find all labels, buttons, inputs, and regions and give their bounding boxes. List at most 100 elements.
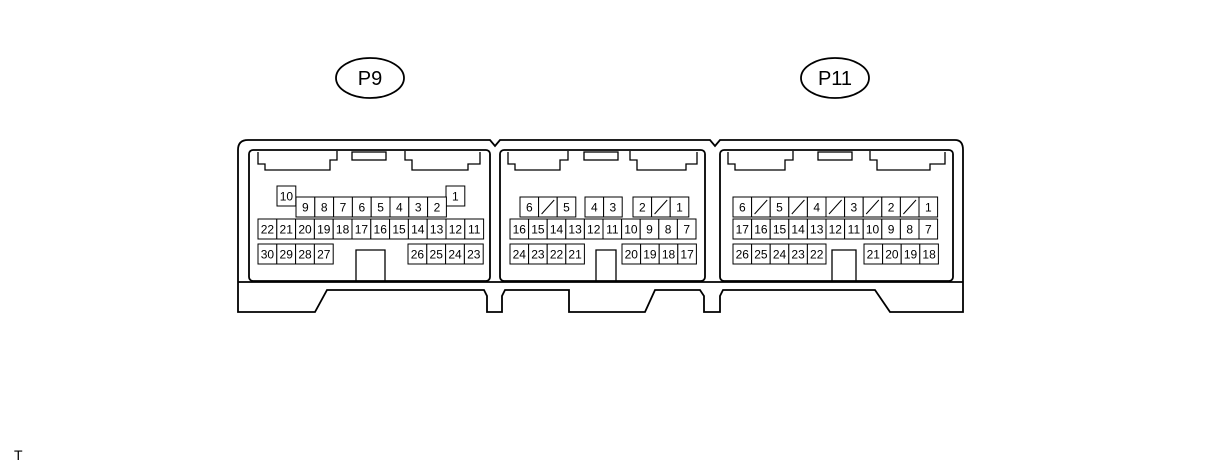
p9-pin-19: 19 [313, 218, 334, 240]
label-p9-text: P9 [358, 68, 382, 90]
mid-pin-17: 17 [677, 243, 697, 265]
svg-text:18: 18 [922, 248, 936, 262]
svg-text:10: 10 [866, 223, 880, 237]
p9-pin-5: 5 [370, 196, 391, 218]
svg-text:24: 24 [448, 248, 462, 262]
p9-pin-16: 16 [370, 218, 391, 240]
mid-pin-6: 6 [519, 196, 540, 218]
svg-text:22: 22 [261, 223, 275, 237]
mid-pin-2: 2 [632, 196, 653, 218]
svg-text:13: 13 [430, 223, 444, 237]
mid-pin-5: 5 [556, 196, 577, 218]
mid-pin-16: 16 [509, 218, 530, 240]
svg-text:19: 19 [317, 223, 331, 237]
p11-pin-24: 24 [769, 243, 790, 265]
p9-pin-23: 23 [463, 243, 484, 265]
p11-pin-20: 20 [882, 243, 902, 265]
svg-text:1: 1 [676, 201, 683, 215]
mid-pin-24: 24 [509, 243, 530, 265]
p9-pin-8: 8 [314, 196, 335, 218]
mid-pin-8: 8 [658, 218, 678, 240]
p11-pin-1: 1 [918, 196, 939, 218]
p11-pin-13: 13 [806, 218, 827, 240]
svg-text:18: 18 [662, 248, 676, 262]
svg-text:17: 17 [680, 248, 694, 262]
svg-text:27: 27 [317, 248, 331, 262]
svg-text:3: 3 [415, 201, 422, 215]
svg-text:30: 30 [261, 248, 275, 262]
svg-text:21: 21 [280, 223, 294, 237]
mid-pin-23: 23 [528, 243, 548, 265]
svg-text:22: 22 [810, 248, 824, 262]
mid-pin-19: 19 [640, 243, 660, 265]
p11-pin-16: 16 [751, 218, 771, 240]
svg-text:4: 4 [813, 201, 820, 215]
svg-text:9: 9 [646, 223, 653, 237]
p9-pin-26: 26 [407, 243, 428, 265]
svg-text:29: 29 [280, 248, 294, 262]
p9-pin-14: 14 [407, 218, 428, 240]
svg-text:4: 4 [591, 201, 598, 215]
p9-pin-6: 6 [351, 196, 372, 218]
p11-pin-18: 18 [919, 243, 939, 265]
svg-text:14: 14 [550, 223, 564, 237]
p11-pin-5: 5 [769, 196, 790, 218]
p11-pin-22: 22 [806, 243, 827, 265]
svg-text:25: 25 [754, 248, 768, 262]
p9-pin-3: 3 [408, 196, 429, 218]
svg-text:16: 16 [374, 223, 388, 237]
p11-pin-11: 11 [844, 218, 864, 240]
svg-text:2: 2 [434, 201, 441, 215]
svg-text:8: 8 [321, 201, 328, 215]
mid-pin-18: 18 [658, 243, 679, 265]
mid-pin-4: 4 [584, 196, 605, 218]
p11-pin-14: 14 [788, 218, 808, 240]
p11-pin-blank-3 [788, 196, 808, 218]
svg-text:12: 12 [829, 223, 843, 237]
svg-text:5: 5 [377, 201, 384, 215]
p9-pin-22: 22 [257, 218, 278, 240]
mid-pin-11: 11 [602, 218, 623, 240]
svg-text:1: 1 [925, 201, 932, 215]
mid-pin-7: 7 [676, 218, 697, 240]
p11-pin-6: 6 [732, 196, 753, 218]
p9-pin-28: 28 [295, 243, 315, 265]
p11-pin-12: 12 [825, 218, 846, 240]
mid-pin-21: 21 [565, 243, 585, 265]
p9-pin-18: 18 [332, 218, 353, 240]
svg-text:20: 20 [885, 248, 899, 262]
p9-pin-12: 12 [445, 218, 466, 240]
svg-text:24: 24 [773, 248, 787, 262]
label-p11: P11 [800, 57, 870, 99]
p9-pin-29: 29 [276, 243, 297, 265]
svg-text:19: 19 [643, 248, 657, 262]
corner-mark: T [14, 447, 23, 463]
svg-text:8: 8 [906, 223, 913, 237]
p9-pin-2: 2 [427, 196, 447, 218]
p9-pin-27: 27 [313, 243, 334, 265]
p11-pin-blank-7 [862, 196, 883, 218]
svg-text:6: 6 [358, 201, 365, 215]
p9-pin-21: 21 [276, 218, 297, 240]
p11-pin-15: 15 [769, 218, 790, 240]
svg-text:23: 23 [531, 248, 545, 262]
svg-text:26: 26 [411, 248, 425, 262]
p9-pin-7: 7 [333, 196, 353, 218]
svg-text:14: 14 [411, 223, 425, 237]
svg-text:4: 4 [396, 201, 403, 215]
mid-pin-blank-1 [651, 196, 671, 218]
p9-pin-1: 1 [445, 185, 466, 207]
svg-text:9: 9 [302, 201, 309, 215]
mid-pin-20: 20 [621, 243, 642, 265]
mid-pin-12: 12 [583, 218, 604, 240]
mid-pin-9: 9 [639, 218, 660, 240]
p9-pin-4: 4 [389, 196, 410, 218]
svg-text:12: 12 [449, 223, 463, 237]
svg-text:15: 15 [392, 223, 406, 237]
svg-text:7: 7 [683, 223, 690, 237]
svg-text:6: 6 [739, 201, 746, 215]
svg-text:23: 23 [467, 248, 481, 262]
p11-pin-26: 26 [732, 243, 753, 265]
connector-housing [237, 139, 964, 313]
